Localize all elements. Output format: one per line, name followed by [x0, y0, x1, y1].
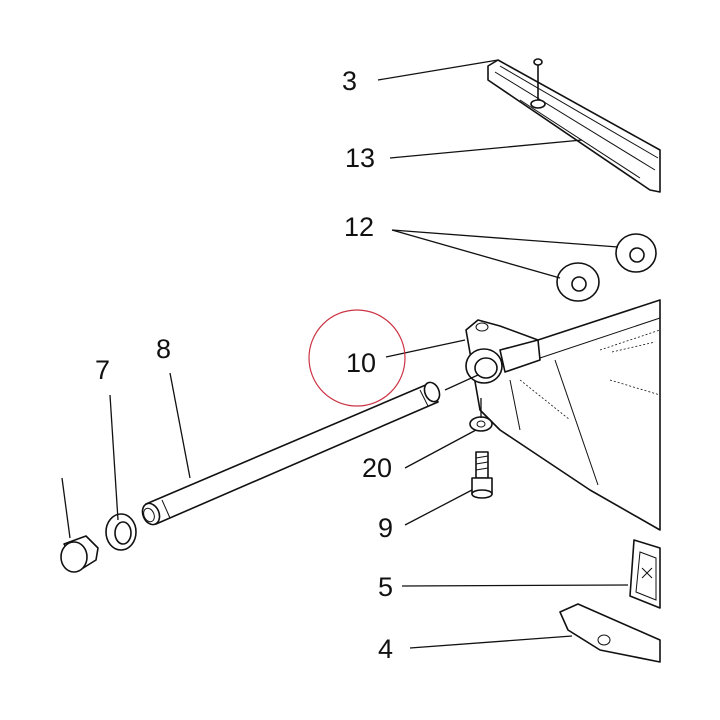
highlight-circle-10: [308, 309, 406, 407]
callout-12: 12: [344, 212, 374, 242]
leader-lines: [61, 59, 629, 649]
callout-4: 4: [378, 634, 393, 664]
part-5-plate: [629, 539, 661, 609]
callout-8: 8: [156, 334, 171, 364]
callout-7: 7: [95, 355, 110, 385]
swing-arm-body: [465, 299, 661, 531]
part-13-rail: [487, 59, 661, 193]
part-12-washer-b: [615, 233, 657, 273]
part-12-washer-a: [556, 262, 600, 302]
callout-9: 9: [378, 513, 393, 543]
callout-5: 5: [378, 572, 393, 602]
callout-3: 3: [342, 66, 357, 96]
callout-10: 10: [346, 348, 376, 378]
part-9-bolt: [471, 451, 493, 499]
callout-13: 13: [345, 143, 375, 173]
part-7-circlip: [105, 513, 137, 551]
end-cap: [60, 535, 99, 573]
part-8-shaft: [141, 381, 441, 526]
part-20-washer: [469, 416, 493, 432]
part-3-screw: [530, 58, 546, 109]
callout-20: 20: [362, 453, 392, 483]
part-4-bracket: [559, 603, 661, 663]
